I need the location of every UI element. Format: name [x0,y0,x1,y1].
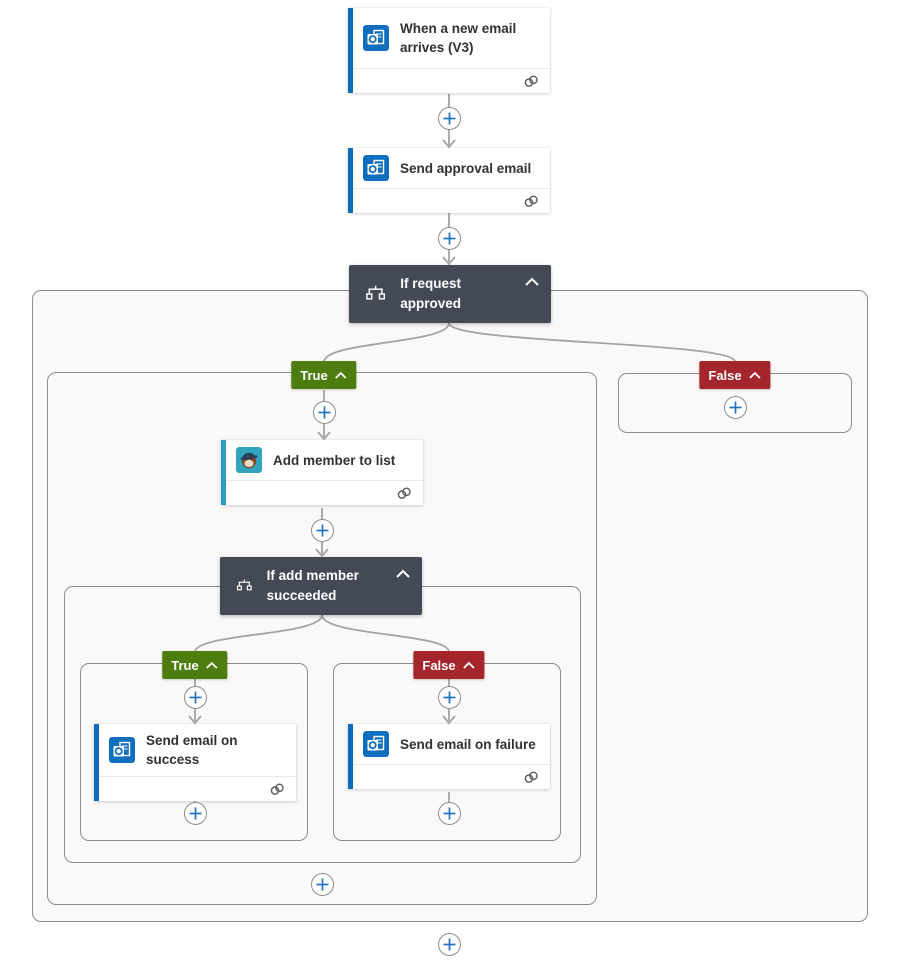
condition-title: If request approved [400,276,461,311]
insert-step-button[interactable] [312,400,336,424]
branch-badge-label: True [300,367,328,383]
insert-step-button[interactable] [437,932,461,956]
connection-link-icon [270,783,284,795]
plus-icon [443,691,455,703]
plus-icon [729,401,741,413]
action-title: Send email on success [146,733,238,767]
condition-card-add-member-succeeded[interactable]: If add member succeeded [220,557,422,615]
action-card-add-member-to-list[interactable]: Add member to list [221,440,423,505]
plus-icon [443,112,455,124]
insert-step-button[interactable] [437,685,461,709]
insert-step-button[interactable] [183,685,207,709]
action-title: Send approval email [400,160,532,176]
branch-badge-label: False [708,367,742,383]
branch-badge-label: True [171,657,199,673]
plus-icon [318,406,330,418]
insert-step-button[interactable] [310,518,334,542]
plus-icon [443,938,455,950]
action-card-send-email-on-success[interactable]: Send email on success [94,724,296,801]
insert-step-button[interactable] [437,106,461,130]
card-accent-bar [348,148,353,213]
trigger-title: When a new email arrives (V3) [400,21,517,55]
chevron-up-icon[interactable] [524,277,540,287]
action-card-send-email-on-failure[interactable]: Send email on failure [348,724,550,789]
branch-badge-false[interactable]: False [699,361,771,389]
connection-link-icon [524,75,538,87]
chevron-up-icon [749,371,761,379]
insert-step-button[interactable] [310,872,334,896]
insert-step-button[interactable] [437,801,461,825]
card-accent-bar [348,8,353,93]
chevron-up-icon [335,371,347,379]
plus-icon [316,878,328,890]
plus-icon [189,807,201,819]
card-accent-bar [94,724,99,801]
outlook-icon [109,737,135,763]
insert-step-button[interactable] [183,801,207,825]
plus-icon [443,232,455,244]
connection-link-icon [397,487,411,499]
condition-title: If add member succeeded [266,568,359,603]
branch-badge-false-inner[interactable]: False [413,651,485,679]
mailchimp-icon [236,447,262,473]
branch-badge-true-inner[interactable]: True [162,651,228,679]
chevron-up-icon [463,661,475,669]
branch-badge-label: False [422,657,456,673]
insert-step-button[interactable] [437,226,461,250]
connection-link-icon [524,771,538,783]
chevron-up-icon[interactable] [395,569,411,579]
plus-icon [443,807,455,819]
action-title: Add member to list [273,452,396,468]
condition-icon [366,285,386,300]
condition-card-request-approved[interactable]: If request approved [349,265,551,323]
card-accent-bar [221,440,226,505]
connection-link-icon [524,195,538,207]
insert-step-button[interactable] [723,395,747,419]
plus-icon [189,691,201,703]
condition-icon [236,579,252,591]
plus-icon [316,524,328,536]
action-card-send-approval-email[interactable]: Send approval email [348,148,550,213]
card-accent-bar [348,724,353,789]
outlook-icon [363,731,389,757]
branch-badge-true[interactable]: True [291,361,357,389]
action-title: Send email on failure [400,736,536,752]
trigger-card-new-email[interactable]: When a new email arrives (V3) [348,8,550,93]
outlook-icon [363,25,389,51]
outlook-icon [363,155,389,181]
chevron-up-icon [206,661,218,669]
